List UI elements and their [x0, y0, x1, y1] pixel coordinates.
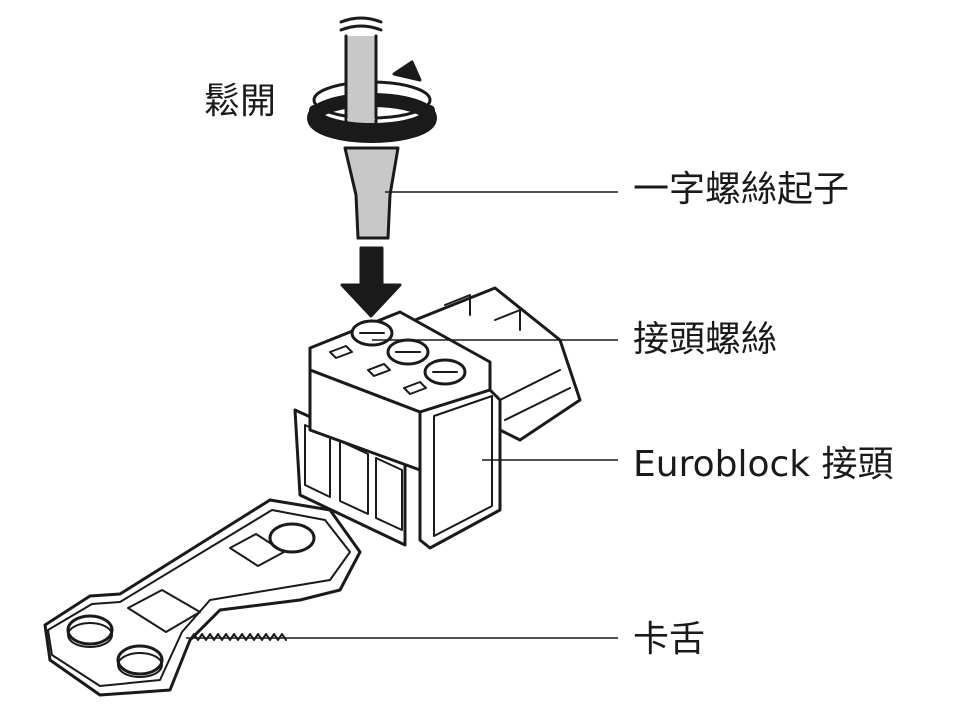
tab-label: 卡舌 [633, 619, 706, 660]
terminal-screw-label: 接頭螺絲 [633, 319, 778, 360]
loosen-label: 鬆開 [204, 81, 277, 122]
connector-label: Euroblock 接頭 [633, 444, 894, 485]
screwdriver-label: 一字螺絲起子 [633, 169, 850, 210]
terminal-screw [350, 319, 394, 347]
screwdriver [307, 16, 437, 240]
screwdriver-blade [343, 146, 400, 240]
rotation-ring [307, 78, 437, 143]
rotation-arrow-icon [392, 60, 422, 82]
shaft-break-mark [339, 24, 383, 32]
terminal-screw [423, 358, 467, 386]
connector-tab [43, 498, 362, 697]
euroblock-connector [293, 286, 582, 550]
connector-side-panel [418, 388, 502, 550]
shaft-break-mark [339, 16, 383, 24]
down-arrow-icon [340, 246, 402, 318]
terminal-screw [386, 338, 430, 366]
